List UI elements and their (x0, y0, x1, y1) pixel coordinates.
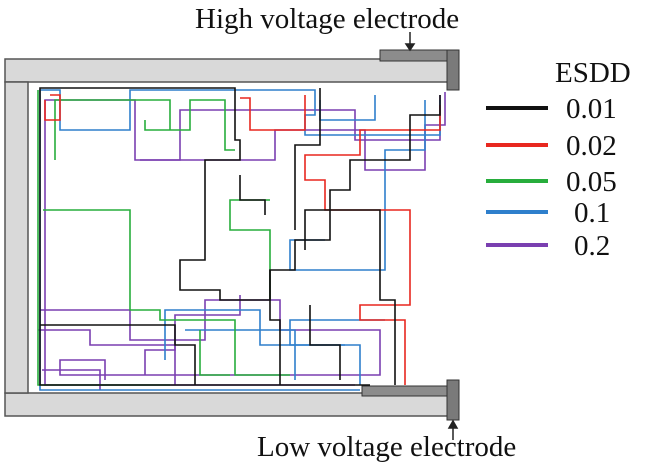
discharge-path (269, 270, 281, 385)
discharge-path (140, 92, 446, 171)
insulator-top-plate (4, 58, 458, 83)
discharge-path (185, 329, 296, 380)
discharge-path (304, 105, 441, 385)
high-voltage-electrode-label: High voltage electrode (195, 3, 459, 35)
electrode-callouts (404, 32, 459, 440)
paths-esdd-0-02 (44, 94, 441, 385)
legend-title: ESDD (555, 57, 631, 89)
legend-label: 0.1 (574, 197, 610, 229)
discharge-path (164, 309, 345, 360)
legend-entry: 0.01 (486, 93, 617, 125)
discharge-path (39, 87, 441, 386)
discharge-path (40, 299, 381, 380)
discharge-path (229, 199, 271, 300)
discharge-path (144, 99, 235, 151)
discharge-path (43, 209, 290, 376)
insulator-frame (4, 58, 458, 417)
discharge-path (144, 295, 241, 375)
legend-entry: 0.2 (486, 230, 610, 262)
discharge-paths (37, 87, 446, 391)
high-voltage-electrode-plate (379, 49, 459, 62)
discharge-path (294, 88, 321, 230)
discharge-path (289, 100, 426, 271)
discharge-path (42, 369, 101, 390)
paths-esdd-0-2 (38, 92, 446, 390)
electrodes (361, 49, 460, 421)
low-voltage-electrode-block (446, 379, 460, 421)
legend-label: 0.01 (566, 93, 617, 125)
high-voltage-electrode-block (446, 49, 460, 91)
legend: ESDD 0.01 0.02 0.05 0.1 0.2 (486, 57, 631, 262)
discharge-path (38, 329, 176, 385)
legend-entry: 0.1 (486, 197, 610, 229)
discharge-path (54, 99, 171, 160)
legend-entry: 0.02 (486, 130, 617, 162)
discharge-path (309, 305, 341, 380)
discharge-path (240, 95, 306, 131)
discharge-path (40, 324, 196, 385)
high-voltage-arrow-head (404, 43, 416, 52)
discharge-path (44, 94, 61, 121)
legend-label: 0.05 (566, 166, 617, 198)
low-voltage-arrow-head (447, 419, 459, 429)
legend-entry: 0.05 (486, 166, 617, 198)
paths-esdd-0-01 (39, 87, 441, 386)
discharge-path (239, 175, 266, 215)
legend-label: 0.02 (566, 130, 617, 162)
low-voltage-electrode-plate (361, 385, 459, 397)
low-voltage-electrode-label: Low voltage electrode (257, 431, 516, 463)
legend-label: 0.2 (574, 230, 610, 262)
discharge-path (319, 95, 376, 121)
insulator-side-wall (4, 81, 29, 394)
discharge-path (199, 330, 230, 376)
discharge-path (304, 209, 396, 385)
